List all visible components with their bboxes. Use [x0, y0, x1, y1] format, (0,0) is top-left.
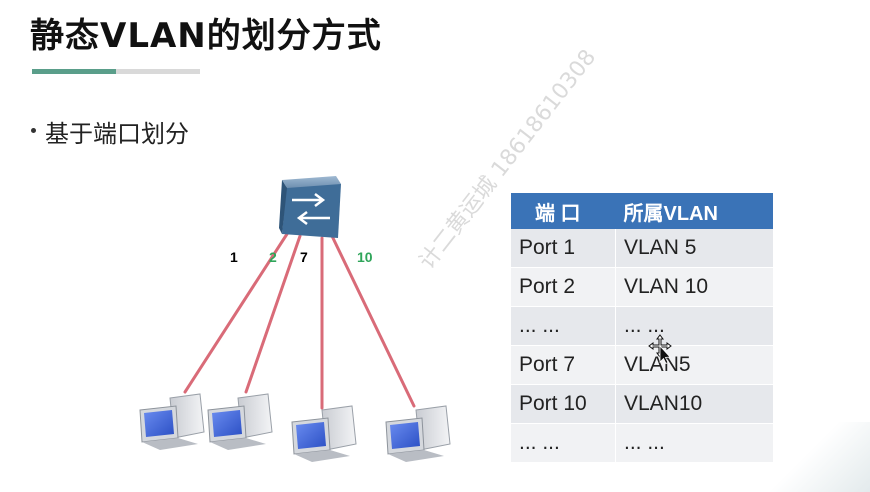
link-port-1 — [183, 232, 289, 394]
slide-title: 静态VLAN的划分方式 — [30, 16, 382, 56]
table-row: Port 1 VLAN 5 — [511, 229, 773, 268]
link-port-2 — [244, 234, 302, 394]
bullet-text: 基于端口划分 — [45, 120, 189, 148]
pc-icon — [207, 393, 273, 450]
table-cell-port: Port 1 — [511, 229, 616, 268]
table-cell-port: Port 2 — [511, 267, 616, 307]
table-header-row: 端 口 所属VLAN — [511, 193, 773, 229]
table-row: Port 2 VLAN 10 — [511, 267, 773, 307]
table-cell-port: ... ... — [511, 423, 616, 463]
bullet-dot — [31, 128, 36, 133]
port-label-7: 7 — [300, 249, 308, 265]
port-label-10: 10 — [357, 249, 373, 265]
table-cell-port: ... ... — [511, 306, 616, 346]
title-underline — [116, 69, 200, 74]
port-label-2: 2 — [269, 249, 277, 265]
link-port-10 — [330, 234, 416, 408]
table-row: Port 10 VLAN10 — [511, 384, 773, 424]
link-lines — [183, 232, 416, 410]
pc-icon — [385, 405, 451, 462]
table-cell-vlan: VLAN 5 — [615, 229, 773, 268]
move-cursor-icon — [648, 334, 672, 364]
port-label-1: 1 — [230, 249, 238, 265]
table-row: ... ... ... ... — [511, 306, 773, 346]
port-vlan-table: 端 口 所属VLAN Port 1 VLAN 5 Port 2 VLAN 10 … — [511, 193, 773, 463]
pc-icon — [139, 393, 205, 450]
table-cell-vlan: VLAN5 — [615, 345, 773, 385]
table-cell-vlan: VLAN10 — [615, 384, 773, 424]
table-cell-port: Port 7 — [511, 345, 616, 385]
title-underline-accent — [32, 69, 116, 74]
table-cell-vlan: ... ... — [615, 423, 773, 463]
table-row: ... ... ... ... — [511, 423, 773, 463]
switch-icon — [279, 176, 341, 238]
table-row: Port 7 VLAN5 — [511, 345, 773, 385]
table-header-vlan: 所属VLAN — [615, 193, 773, 229]
table-cell-port: Port 10 — [511, 384, 616, 424]
table-cell-vlan: ... ... — [615, 306, 773, 346]
table-cell-vlan: VLAN 10 — [615, 267, 773, 307]
table-header-port: 端 口 — [511, 193, 616, 229]
corner-shading — [770, 422, 870, 492]
pc-icon — [291, 405, 357, 462]
